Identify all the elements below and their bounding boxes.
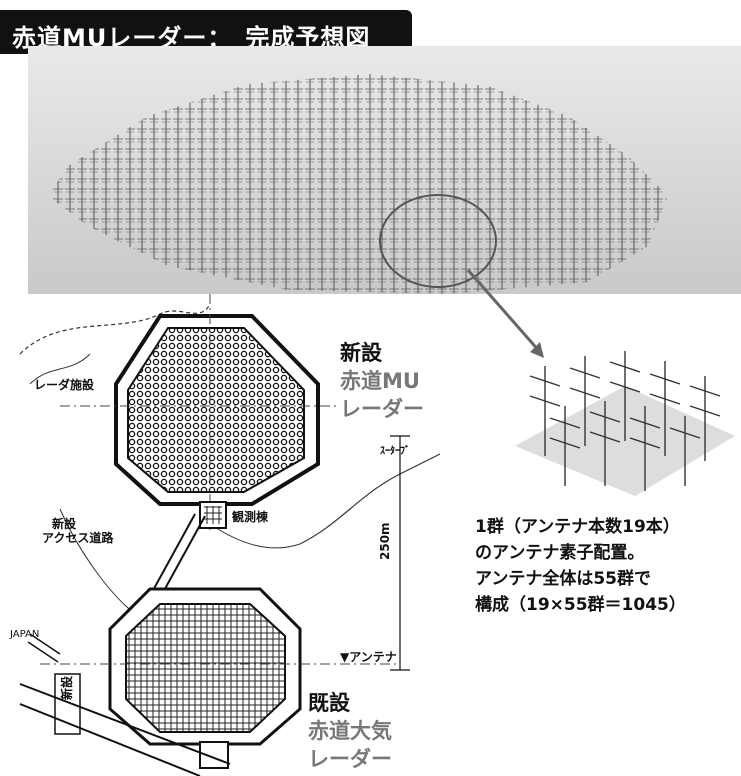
new-radar-name-line1: 赤道MU — [340, 369, 420, 393]
existing-radar-name-line1: 赤道大気 — [308, 719, 392, 743]
antenna-group-description: 1群（アンテナ本数19本） のアンテナ素子配置。 アンテナ全体は55群で 構成（… — [475, 514, 741, 618]
top-right-terrain-label: ｽｰﾀｰﾌﾞ — [380, 446, 410, 457]
description-line2: のアンテナ素子配置。 — [475, 543, 645, 563]
japan-label: JAPAN — [10, 629, 40, 640]
new-radar-name-line2: レーダー — [340, 397, 424, 421]
radar-facility-label: レーダ施設 — [34, 378, 95, 392]
description-line4: 構成（19×55群＝1045） — [475, 595, 686, 615]
description-line3: アンテナ全体は55群で — [475, 569, 651, 589]
road-label: 新設 — [60, 675, 74, 700]
existing-radar-name-line2: レーダー — [308, 747, 392, 771]
antenna-array-area — [48, 74, 668, 294]
antenna-field-rendering — [28, 46, 741, 294]
new-label: 新設 — [340, 341, 382, 365]
highlight-circle — [379, 194, 497, 288]
access-road-label-line2: アクセス道路 — [42, 531, 114, 545]
distance-label: 250m — [378, 522, 392, 560]
site-plan — [19, 294, 441, 776]
access-road-label-line1: 新設 — [52, 517, 77, 531]
description-line1: 1群（アンテナ本数19本） — [475, 517, 680, 537]
antenna-marker-label: ▼アンテナ — [340, 650, 397, 664]
antenna-group-detail — [515, 351, 735, 496]
observation-building-label: 観測棟 — [232, 510, 269, 524]
existing-label: 既設 — [308, 691, 350, 715]
